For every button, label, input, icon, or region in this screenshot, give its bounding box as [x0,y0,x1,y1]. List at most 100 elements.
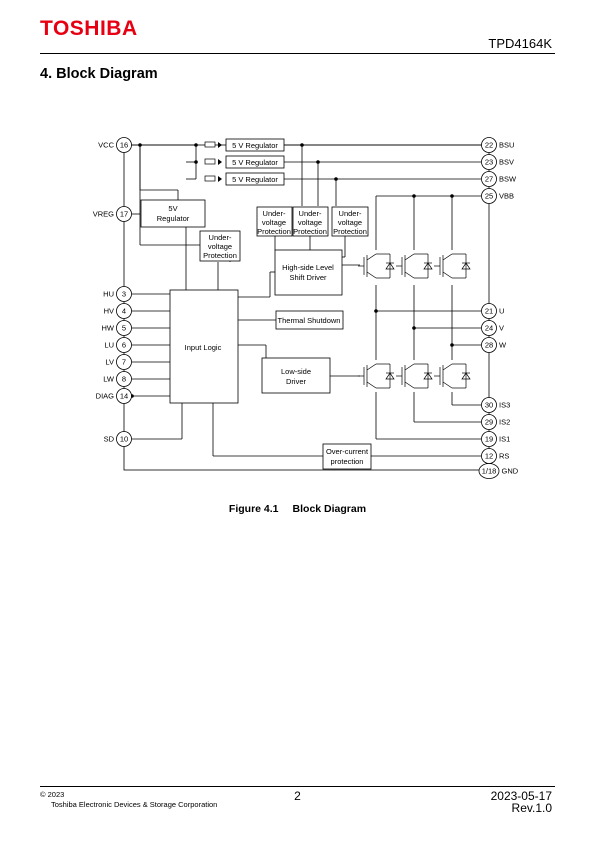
pin-label: SD [104,435,115,444]
ls-driver-line2: Driver [286,377,307,386]
pin-label: V [499,324,504,333]
header-divider [40,53,555,54]
igbt-switch [358,363,395,389]
pin-label: IS2 [499,418,510,427]
uvp-block-4 [331,206,369,237]
page-number: 2 [294,789,301,803]
company-name: Toshiba Electronic Devices & Storage Cor… [51,800,218,809]
copyright: © 2023 [40,790,65,799]
pin-lu: 6 LU [104,337,132,353]
pin-label: BSW [499,175,517,184]
toshiba-logo: TOSHIBA [40,17,138,40]
pin-bsu: 22 BSU [481,137,514,153]
uvp-block-1 [199,230,241,262]
pin-bsw: 27 BSW [481,171,517,187]
figure-title: Block Diagram [292,503,367,515]
uvp2-line1: Under- [263,209,286,218]
pin-number: 7 [122,358,126,367]
pin-number: 19 [485,435,493,444]
reg5v-line1: 5V [168,204,177,213]
hs-driver-block [274,249,343,296]
thermal-label: Thermal Shutdown [278,316,341,325]
uvp3-line3: Protection [293,227,327,236]
doc-revision: Rev.1.0 [511,801,552,815]
thermal-block [275,310,344,330]
regulator-label-1: 5 V Regulator [232,141,278,150]
figure-number: Figure 4.1 [228,503,279,515]
pin-hw: 5HW [102,320,132,336]
ls-driver-line1: Low-side [281,367,311,376]
pin-is2: 29 IS2 [481,414,510,430]
pin-is1: 19 IS1 [481,431,510,447]
uvp1-line3: Protection [203,251,237,260]
uvp4-line2: voltage [338,218,362,227]
regulator-2 [225,155,285,169]
pin-number: 12 [485,452,493,461]
pin-vreg: 17 VREG [93,206,132,222]
pin-label: HV [104,307,114,316]
pin-number: 27 [485,175,493,184]
hs-driver-line2: Shift Driver [289,273,327,282]
regulator-1 [225,138,285,152]
pin-label: U [499,307,504,316]
pin-label: VREG [93,210,114,219]
uvp4-line3: Protection [333,227,367,236]
footer-divider [40,786,555,787]
igbt-switch [396,363,433,389]
pin-number: 24 [485,324,493,333]
pin-hv: 4HV [104,303,132,319]
igbt-switch [396,253,433,279]
pin-hu: 3 HU [103,286,132,302]
pin-number: 29 [485,418,493,427]
pin-label: IS1 [499,435,510,444]
pin-number: 25 [485,192,493,201]
pin-label: RS [499,452,509,461]
ls-driver-block [261,357,331,394]
regulator-3 [225,172,285,186]
pin-diag: 14 DIAG [96,388,132,404]
pin-number: 30 [485,401,493,410]
pin-v: 24 V [481,320,504,336]
input-logic-label: Input Logic [185,343,222,352]
uvp3-line1: Under- [299,209,322,218]
pin-number: 17 [120,210,128,219]
pin-number: 3 [122,290,126,299]
pin-label: HW [102,324,115,333]
pin-number: 6 [122,341,126,350]
regulator-label-3: 5 V Regulator [232,175,278,184]
pin-label: HU [103,290,114,299]
pin-label: LW [103,375,115,384]
ocp-line1: Over-current [326,447,369,456]
uvp2-line2: voltage [262,218,286,227]
reg5v-line2: Regulator [157,214,190,223]
pin-number: 8 [122,375,126,384]
pin-label: BSU [499,141,514,150]
pin-label: LU [104,341,114,350]
pin-number: 23 [485,158,493,167]
pin-lw: 8 LW [103,371,132,387]
reg5v-block [140,199,206,228]
pin-rs: 12 RS [481,448,509,464]
uvp3-line2: voltage [298,218,322,227]
pin-label: DIAG [96,392,115,401]
pin-label: VCC [98,141,114,150]
igbt-switch [434,363,471,389]
igbt-switch [434,253,471,279]
pin-lv: 7LV [105,354,132,370]
figure-caption: Figure 4.1 Block Diagram [0,503,595,515]
uvp2-line3: Protection [257,227,291,236]
uvp-block-3 [292,206,329,237]
pin-number: 14 [120,392,128,401]
pin-number: 22 [485,141,493,150]
uvp4-line1: Under- [339,209,362,218]
doc-date: 2023-05-17 [490,789,552,803]
